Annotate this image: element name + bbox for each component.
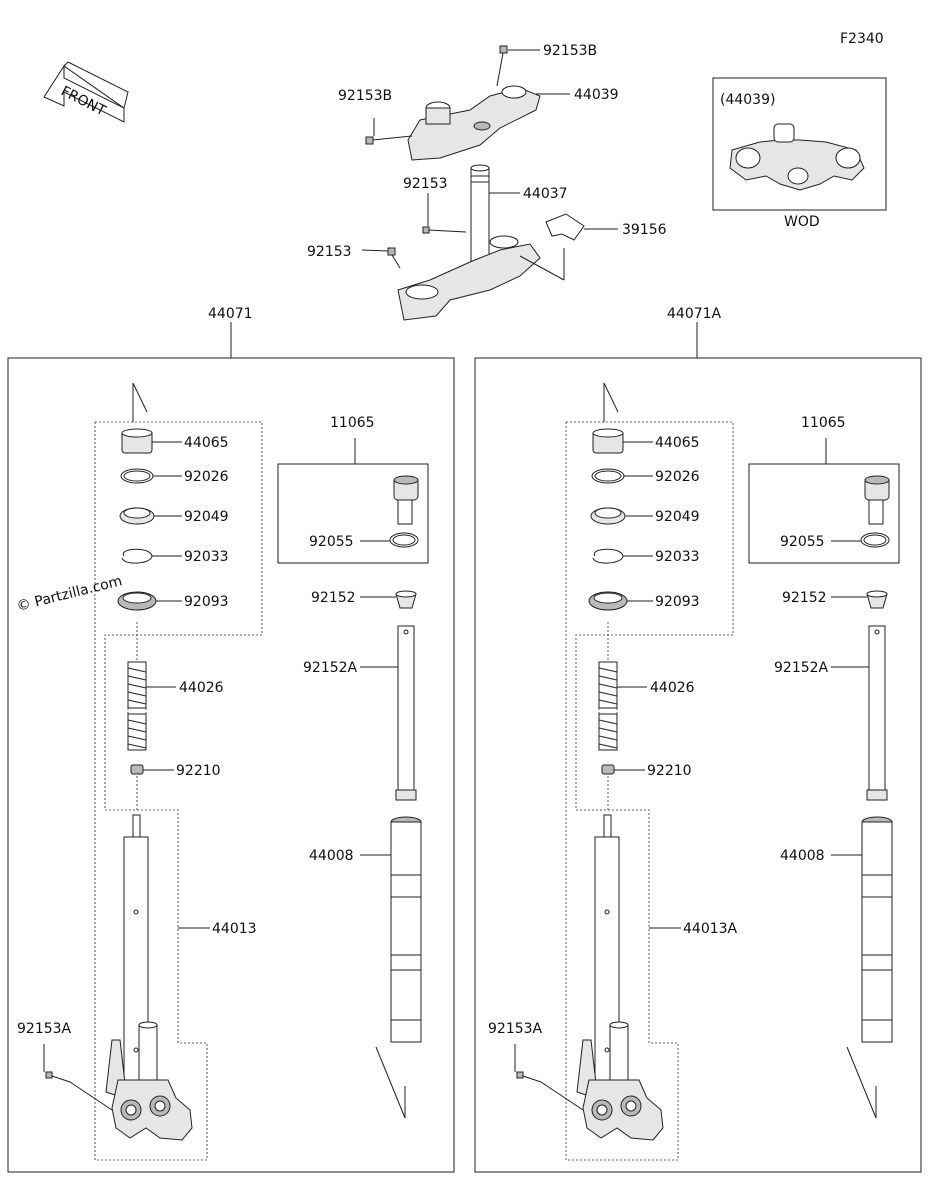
steering-stem-graphic <box>387 164 585 321</box>
right-label-inner-pipe: 92152A <box>774 660 829 676</box>
left-label-clip: 92033 <box>184 549 229 565</box>
right-label-cap-assy: 11065 <box>801 415 846 431</box>
right-label-seal: 92049 <box>655 509 700 525</box>
right-assembly-label: 44071A <box>667 306 722 322</box>
left-label-cap-assy: 11065 <box>330 415 375 431</box>
label-lower-bolt: 92153 <box>307 244 352 260</box>
right-label-inner-tube: 44008 <box>780 848 825 864</box>
right-label-ring: 92026 <box>655 469 700 485</box>
left-label-spring: 44026 <box>179 680 224 696</box>
right-label-nut: 92210 <box>647 763 692 779</box>
label-bolt-left: 92153B <box>338 88 392 104</box>
right-label-axle-bolt: 92153A <box>488 1021 543 1037</box>
right-label-clip: 92033 <box>655 549 700 565</box>
left-label-ring: 92026 <box>184 469 229 485</box>
right-label-oring: 92055 <box>780 534 825 550</box>
upper-bracket-graphic <box>365 45 541 161</box>
left-fork-panel: 44071 44065 92026 92049 92033 92093 4402… <box>7 306 455 1173</box>
inset-caption: WOD <box>784 214 820 230</box>
left-label-outer-tube: 44013 <box>212 921 257 937</box>
figure-id: F2340 <box>840 31 884 47</box>
label-stem: 44037 <box>523 186 568 202</box>
label-stem-bolt: 92153 <box>403 176 448 192</box>
left-label-bushing: 44065 <box>184 435 229 451</box>
front-arrow-icon: FRONT <box>43 61 129 123</box>
right-label-bushing: 44065 <box>655 435 700 451</box>
left-label-inner-tube: 44008 <box>309 848 354 864</box>
inset-ref: (44039) <box>720 92 775 108</box>
label-upper-bracket: 44039 <box>574 87 619 103</box>
left-label-nut: 92210 <box>176 763 221 779</box>
left-label-axle-bolt: 92153A <box>17 1021 72 1037</box>
left-assembly-label: 44071 <box>208 306 253 322</box>
left-label-oring: 92055 <box>309 534 354 550</box>
left-label-seal: 92049 <box>184 509 229 525</box>
left-label-inner-pipe: 92152A <box>303 660 358 676</box>
label-cover: 39156 <box>622 222 667 238</box>
label-bolt-upper: 92153B <box>543 43 597 59</box>
right-fork-panel: 44071A 44065 92026 92049 92033 92093 440… <box>474 306 922 1173</box>
right-label-outer-tube: 44013A <box>683 921 738 937</box>
right-label-collar: 92152 <box>782 590 827 606</box>
inset-variant-box: (44039) WOD <box>712 77 887 230</box>
right-label-spring: 44026 <box>650 680 695 696</box>
left-label-dust-seal: 92093 <box>184 594 229 610</box>
right-label-dust-seal: 92093 <box>655 594 700 610</box>
left-label-collar: 92152 <box>311 590 356 606</box>
watermark: © Partzilla.com <box>15 573 124 615</box>
